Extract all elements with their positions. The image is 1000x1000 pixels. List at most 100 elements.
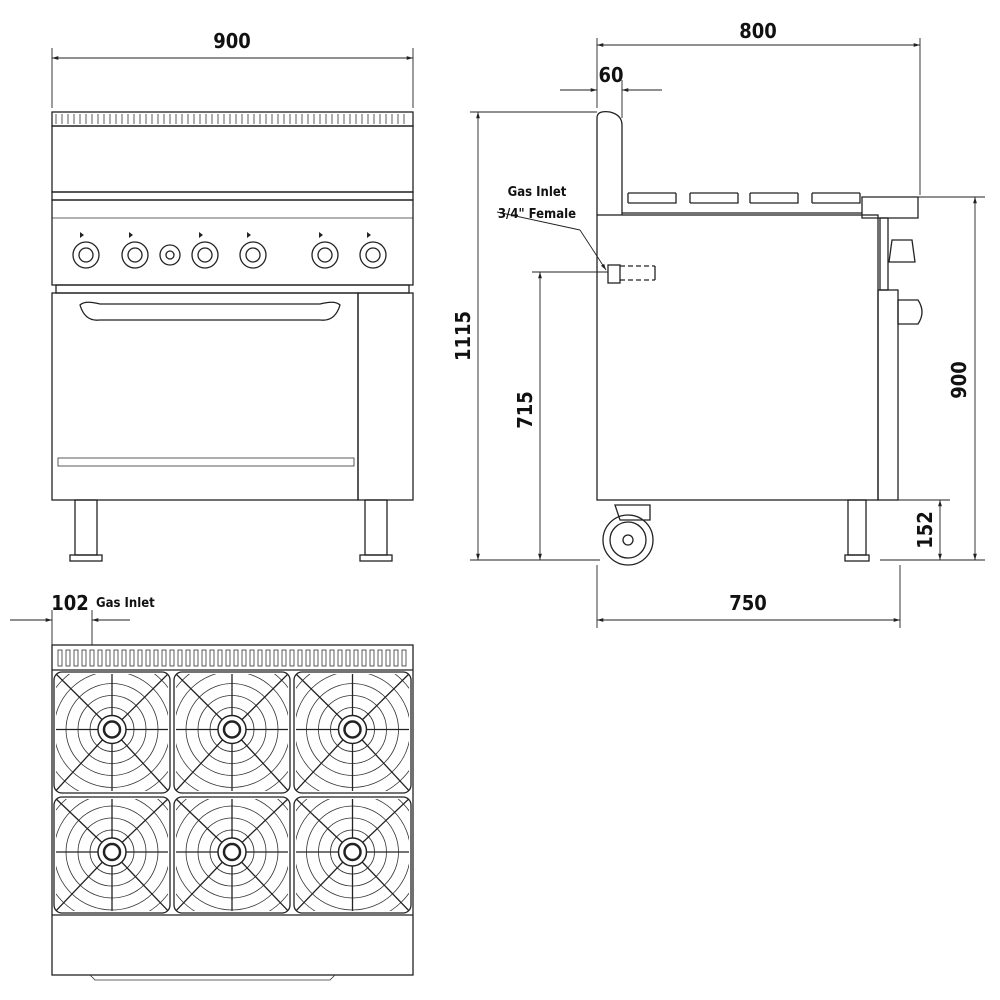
knob-center — [245, 247, 261, 263]
flame-indicator-icon — [319, 232, 323, 238]
vent-slot — [177, 649, 183, 667]
backsplash-panel — [51, 125, 414, 193]
burner-grate — [293, 671, 412, 794]
dimension-gas-inlet-height: 715 — [513, 271, 608, 560]
door-bottom-trim — [57, 457, 355, 467]
front-right-leg — [364, 499, 388, 556]
vent-slot — [233, 649, 239, 667]
vent-slot — [289, 649, 295, 667]
flame-indicator-icon — [80, 232, 84, 238]
vent-slot — [57, 649, 63, 667]
vent-slot — [337, 649, 343, 667]
dim-750-label: 750 — [729, 591, 767, 615]
knob-center — [78, 247, 94, 263]
vent-slot — [345, 649, 351, 667]
burner-center — [222, 720, 242, 739]
knob — [239, 241, 267, 269]
vent-slot — [145, 649, 151, 667]
flame-indicator-icon — [129, 232, 133, 238]
side-view: Gas Inlet 3/4" Female — [496, 110, 923, 566]
vent-slot — [97, 649, 103, 667]
dim-800-label: 800 — [739, 19, 777, 43]
front-view — [51, 111, 414, 562]
grate-profile — [689, 192, 739, 204]
flame-indicator-icon — [199, 232, 203, 238]
door-top-trim — [55, 284, 410, 294]
vent-slot — [201, 649, 207, 667]
knob-center — [127, 247, 143, 263]
vent-slot — [209, 649, 215, 667]
vent-slot — [305, 649, 311, 667]
grate-frame — [293, 671, 412, 794]
vent-slot — [369, 649, 375, 667]
knob-center — [365, 247, 381, 263]
dimension-gas-inlet-offset: 102 Gas Inlet — [10, 591, 155, 645]
burner-grate — [173, 671, 291, 794]
knob — [359, 241, 387, 269]
gas-inlet-size-label: 3/4" Female — [498, 207, 576, 222]
grate-bars — [296, 799, 409, 911]
burner-grate — [173, 796, 291, 914]
vent-slot — [377, 649, 383, 667]
dim-900-side-label: 900 — [947, 361, 971, 399]
grate-frame — [53, 671, 171, 794]
dimension-backsplash-depth: 60 — [560, 63, 662, 118]
top-back-vents — [57, 649, 407, 667]
side-front-rail — [861, 196, 919, 219]
side-grates — [627, 192, 861, 204]
vent-slot — [81, 649, 87, 667]
vent-slot — [385, 649, 391, 667]
top-view — [51, 644, 414, 981]
grate-frame — [173, 796, 291, 914]
knob-center — [317, 247, 333, 263]
dim-900-label: 900 — [213, 29, 251, 53]
ignition-button — [159, 244, 181, 266]
control-panel — [51, 199, 414, 286]
vent-slot — [297, 649, 303, 667]
burner-grate — [53, 796, 171, 914]
vent-slot — [129, 649, 135, 667]
vent-slot — [401, 649, 407, 667]
grate-profile — [811, 192, 861, 204]
burner-grate — [53, 671, 171, 794]
dimension-leg-height: 152 — [898, 499, 950, 560]
oven-door — [51, 292, 359, 501]
grate-frame — [173, 671, 291, 794]
ignition-center — [165, 250, 175, 260]
vent-slot — [361, 649, 367, 667]
control-knobs — [72, 232, 387, 269]
knob — [191, 241, 219, 269]
burner-center — [102, 842, 122, 862]
flame-indicator-icon — [367, 232, 371, 238]
vent-slot — [161, 649, 167, 667]
grate-diagonal — [176, 729, 233, 791]
side-rear-leg — [847, 499, 867, 556]
dim-102-label: 102 — [51, 591, 89, 615]
side-door-edge — [877, 289, 899, 501]
vent-slot — [313, 649, 319, 667]
grate-diagonal — [296, 729, 353, 791]
knob — [121, 241, 149, 269]
vent-slot — [393, 649, 399, 667]
vent-slot — [113, 649, 119, 667]
burner-center — [343, 842, 362, 862]
dimension-overall-depth: 800 — [596, 19, 921, 195]
grate-profile — [749, 192, 799, 204]
grate-diagonal — [56, 729, 113, 791]
dimension-work-height: 900 — [880, 196, 985, 561]
vent-slot — [121, 649, 127, 667]
top-outline — [51, 644, 414, 976]
dimension-overall-height: 1115 — [451, 111, 600, 561]
vent-slot — [329, 649, 335, 667]
burner-grates — [53, 671, 412, 914]
knob-center — [197, 247, 213, 263]
side-backsplash — [596, 110, 623, 215]
grate-frame — [53, 796, 171, 914]
grate-frame — [293, 796, 412, 914]
burner-center — [102, 720, 122, 739]
gas-inlet-pipe — [607, 264, 656, 284]
front-left-leg — [74, 499, 98, 556]
vent-slot — [225, 649, 231, 667]
knob — [72, 241, 100, 269]
